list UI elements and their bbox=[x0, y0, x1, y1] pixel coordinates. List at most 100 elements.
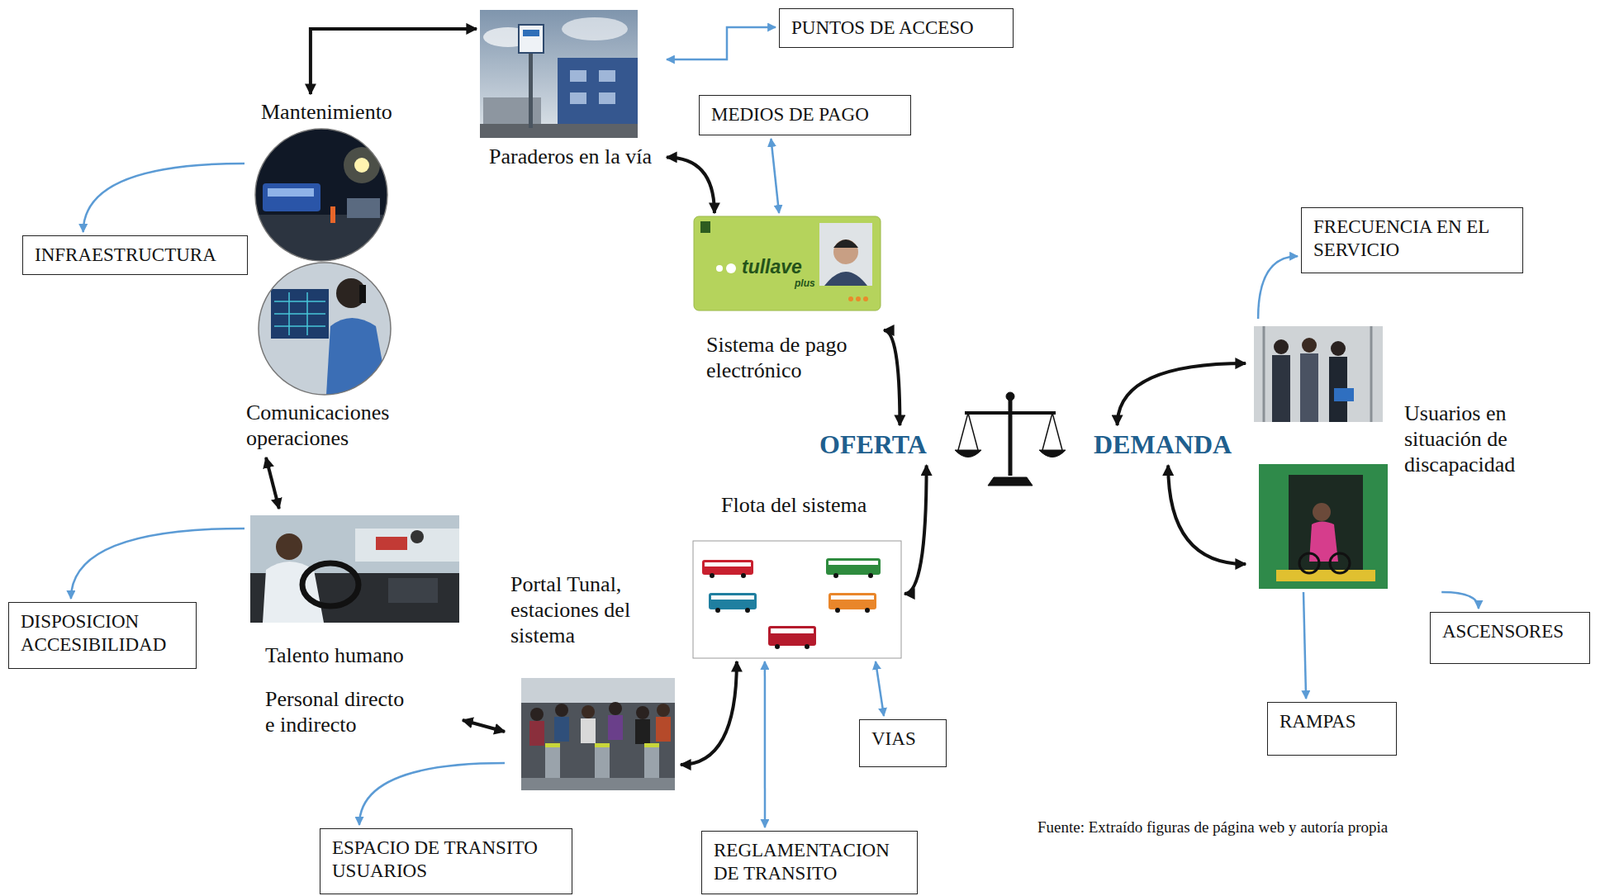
users-photo bbox=[1300, 353, 1319, 423]
station-photo bbox=[529, 721, 545, 746]
station-photo bbox=[594, 743, 610, 748]
box-label: REGLAMENTACION DE TRANSITO bbox=[713, 839, 904, 885]
attribute-arrow bbox=[83, 163, 245, 233]
relation-arrow bbox=[1117, 363, 1246, 426]
operations-photo bbox=[258, 262, 391, 395]
users-photo bbox=[1301, 337, 1317, 353]
attribute-arrow bbox=[764, 661, 767, 828]
station-photo bbox=[580, 718, 596, 744]
operations-photo bbox=[274, 313, 326, 315]
users-photo bbox=[1370, 326, 1373, 423]
users-photo bbox=[1330, 341, 1346, 357]
node-caption: Personal directo e indirecto bbox=[265, 686, 413, 738]
bus-stop-photo bbox=[522, 29, 540, 37]
maintenance-photo bbox=[255, 128, 388, 262]
driver-photo bbox=[375, 536, 408, 551]
attribute-arrow bbox=[1303, 592, 1306, 699]
photo-node: Portal Tunal, estaciones del sistema bbox=[508, 569, 678, 793]
text-box: ESPACIO DE TRANSITO USUARIOS bbox=[319, 828, 573, 895]
payment-card-photo bbox=[855, 296, 861, 302]
fleet-figure bbox=[833, 573, 839, 579]
fleet-figure bbox=[828, 560, 879, 565]
operations-photo bbox=[274, 300, 326, 303]
station-photo bbox=[608, 702, 622, 716]
station-photo bbox=[655, 716, 671, 742]
text-box: PUNTOS DE ACCESO bbox=[778, 8, 1014, 48]
relation-arrow bbox=[904, 465, 927, 594]
payment-card-photo bbox=[726, 263, 736, 274]
attribute-arrow bbox=[666, 27, 776, 60]
payment-card-photo bbox=[833, 239, 859, 248]
fleet-figure bbox=[709, 573, 715, 579]
photo-node: Comunicaciones operaciones bbox=[243, 262, 409, 455]
maintenance-photo bbox=[255, 128, 388, 262]
box-label: INFRAESTRUCTURA bbox=[34, 243, 217, 267]
bus-stop-photo bbox=[598, 92, 616, 105]
driver-photo bbox=[275, 533, 303, 561]
operations-photo bbox=[326, 318, 389, 395]
users-photo bbox=[1273, 339, 1289, 355]
driver-photo bbox=[355, 528, 460, 562]
station-photo bbox=[635, 719, 651, 745]
photo-group: Usuarios en situación de discapacidad bbox=[1248, 322, 1526, 589]
station-photo bbox=[636, 706, 650, 720]
fleet-figure bbox=[693, 541, 902, 659]
maintenance-photo bbox=[262, 183, 321, 212]
payment-card-photo bbox=[693, 216, 881, 311]
balance-scale-symbol bbox=[1042, 413, 1053, 451]
station-photo bbox=[554, 716, 570, 742]
balance-scale-symbol bbox=[964, 411, 1056, 415]
attribute-arrow bbox=[71, 528, 245, 599]
payment-card-photo bbox=[819, 223, 873, 286]
box-label: ESPACIO DE TRANSITO USUARIOS bbox=[332, 836, 559, 883]
box-label: PUNTOS DE ACCESO bbox=[791, 16, 974, 40]
users-photo bbox=[1253, 326, 1383, 423]
station-photo bbox=[644, 743, 660, 748]
wheelchair-photo bbox=[1258, 464, 1388, 589]
text-box: ASCENSORES bbox=[1429, 612, 1591, 665]
relation-arrow bbox=[265, 457, 280, 509]
users-photo bbox=[1253, 326, 1383, 423]
fleet-figure bbox=[715, 607, 721, 613]
photo-node: Flota del sistema bbox=[693, 489, 902, 659]
balance-scale-symbol bbox=[958, 413, 969, 451]
station-photo bbox=[607, 715, 623, 741]
maintenance-photo bbox=[267, 188, 314, 197]
relation-arrow bbox=[310, 28, 477, 95]
balance-scale-symbol bbox=[1039, 450, 1066, 458]
text-box: DISPOSICION ACCESIBILIDAD bbox=[8, 602, 197, 670]
wheelchair-photo bbox=[1312, 503, 1331, 522]
balance-scale-symbol bbox=[1006, 392, 1015, 401]
station-photo bbox=[545, 743, 561, 779]
text-box: RAMPAS bbox=[1267, 702, 1397, 756]
text-box: REGLAMENTACION DE TRANSITO bbox=[701, 830, 918, 895]
station-photo bbox=[545, 743, 561, 748]
payment-card-photo bbox=[716, 265, 723, 272]
node-caption: Flota del sistema bbox=[721, 492, 867, 518]
photo-node: Mantenimiento bbox=[247, 97, 401, 262]
maintenance-photo bbox=[343, 147, 380, 184]
box-label: ASCENSORES bbox=[1442, 620, 1564, 644]
station-photo bbox=[555, 703, 569, 717]
bus-stop-photo bbox=[518, 24, 544, 53]
bus-stop-photo bbox=[569, 92, 587, 105]
operations-photo bbox=[288, 292, 290, 336]
attribute-arrow bbox=[770, 138, 779, 214]
attribute-arrow bbox=[875, 661, 884, 717]
wheelchair-photo bbox=[1288, 474, 1363, 579]
bus-stop-photo bbox=[569, 70, 587, 82]
relation-arrow bbox=[1167, 465, 1246, 565]
fleet-figure bbox=[768, 626, 817, 646]
node-caption: Portal Tunal, estaciones del sistema bbox=[510, 571, 647, 650]
box-label: RAMPAS bbox=[1279, 710, 1356, 734]
text-box: VIAS bbox=[859, 719, 947, 768]
photo-node: Paraderos en la vía bbox=[479, 9, 664, 172]
bus-stop-photo bbox=[479, 9, 638, 138]
payment-card-photo bbox=[700, 221, 711, 233]
maintenance-photo bbox=[330, 206, 336, 224]
node-caption: OFERTA bbox=[819, 428, 927, 461]
payment-card-photo bbox=[848, 296, 854, 302]
fleet-figure bbox=[704, 562, 751, 567]
driver-photo bbox=[302, 563, 359, 607]
station-photo bbox=[581, 705, 595, 719]
